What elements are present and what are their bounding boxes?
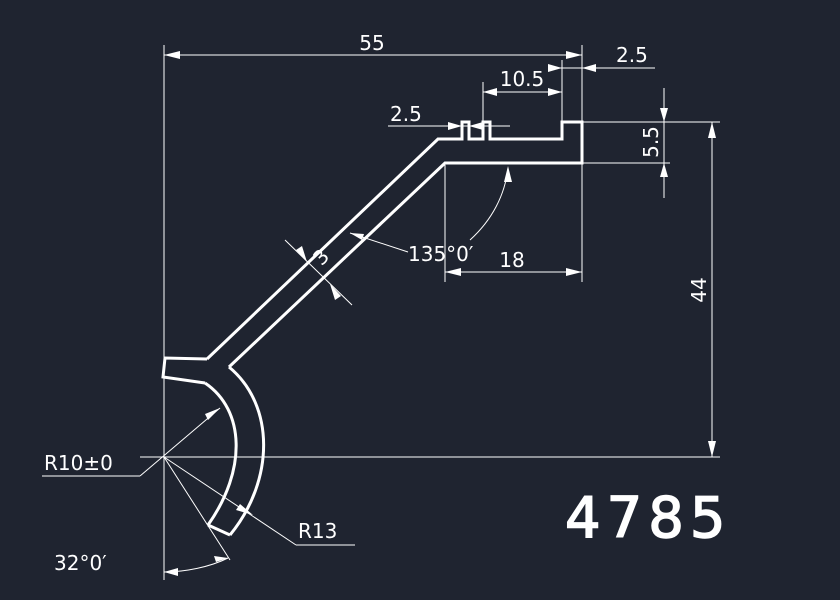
dim-slot-width: 10.5 bbox=[483, 67, 562, 96]
label-inner-radius: R10±0 bbox=[44, 451, 113, 475]
dim-bend-angle: 135°0′ bbox=[349, 166, 512, 266]
label-arc-angle: 32°0′ bbox=[54, 551, 107, 575]
dim-tab-width: 2.5 bbox=[388, 102, 510, 130]
profile-upper-edge bbox=[205, 120, 584, 369]
label-bend-angle: 135°0′ bbox=[408, 242, 474, 266]
label-overall-width: 55 bbox=[359, 31, 384, 55]
dim-inner-radius: R10±0 bbox=[42, 407, 221, 477]
label-overall-height: 44 bbox=[687, 277, 711, 302]
dim-lip-width: 2.5 bbox=[548, 43, 655, 72]
dim-top-flat: 18 bbox=[445, 248, 582, 276]
profile-arc-outer bbox=[228, 365, 265, 536]
label-lip-height: 5.5 bbox=[639, 126, 663, 158]
dim-overall-width: 55 bbox=[164, 31, 582, 59]
dim-overall-height: 44 bbox=[687, 122, 716, 457]
label-top-flat: 18 bbox=[499, 248, 524, 272]
part-number: 4785 bbox=[565, 486, 732, 551]
label-outer-radius: R13 bbox=[298, 519, 337, 543]
dim-arc-angle: 32°0′ bbox=[54, 456, 231, 576]
label-tab-width: 2.5 bbox=[390, 102, 422, 126]
profile-outline bbox=[161, 120, 584, 537]
label-lip-width: 2.5 bbox=[616, 43, 648, 67]
profile-arc-inner bbox=[204, 381, 238, 526]
label-slot-width: 10.5 bbox=[500, 67, 545, 91]
profile-arc-end bbox=[207, 523, 231, 537]
dim-lip-height: 5.5 bbox=[639, 88, 668, 198]
profile-foot bbox=[161, 356, 208, 385]
dim-outer-radius: R13 bbox=[163, 456, 355, 546]
dim-wall-thickness: 3 bbox=[284, 239, 353, 306]
